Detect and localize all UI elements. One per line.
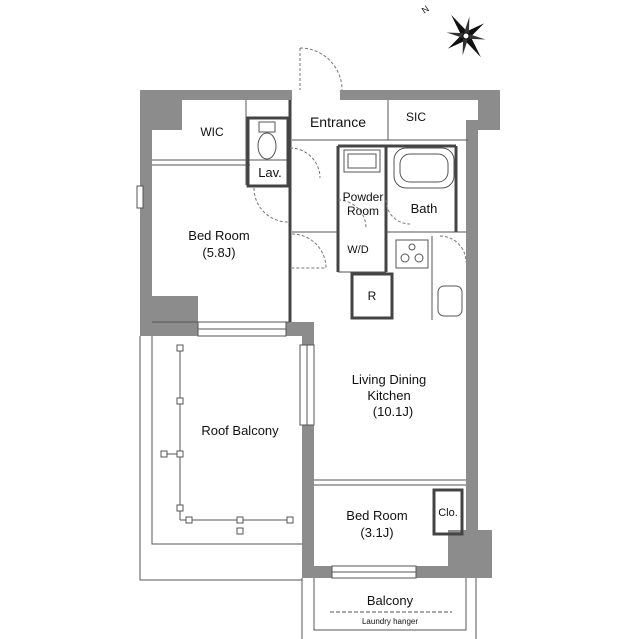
wic-label: WIC	[200, 125, 224, 139]
interior-walls	[152, 100, 468, 536]
ldk-size: (10.1J)	[373, 404, 413, 419]
outer-walls	[140, 90, 500, 578]
wd-label: W/D	[347, 244, 368, 256]
ldk-label-2: Kitchen	[367, 388, 410, 403]
balcony-area	[301, 578, 477, 639]
bedroom-1-name: Bed Room	[188, 228, 249, 243]
bedroom-2-size: (3.1J)	[360, 525, 393, 540]
roof-balcony-area	[139, 336, 302, 581]
bath-label: Bath	[411, 201, 438, 216]
bedroom-1-size: (5.8J)	[202, 245, 235, 260]
closet-label: Clo.	[438, 507, 458, 519]
laundry-hanger-label: Laundry hanger	[362, 617, 418, 626]
fixtures	[257, 121, 463, 317]
balcony-label: Balcony	[367, 593, 414, 608]
sic-label: SIC	[406, 110, 426, 124]
windows	[136, 185, 417, 579]
entrance-label: Entrance	[310, 114, 366, 130]
north-label: N	[420, 4, 431, 16]
roof-balcony-label: Roof Balcony	[201, 423, 279, 438]
doors	[253, 47, 467, 269]
bedroom-2-name: Bed Room	[346, 508, 407, 523]
fridge-label: R	[368, 289, 377, 303]
powder-room-label-2: Room	[347, 204, 379, 218]
powder-room-label-1: Powder	[343, 190, 384, 204]
compass-rose-icon	[446, 14, 486, 58]
ldk-label-1: Living Dining	[352, 372, 426, 387]
lav-label: Lav.	[258, 165, 282, 180]
